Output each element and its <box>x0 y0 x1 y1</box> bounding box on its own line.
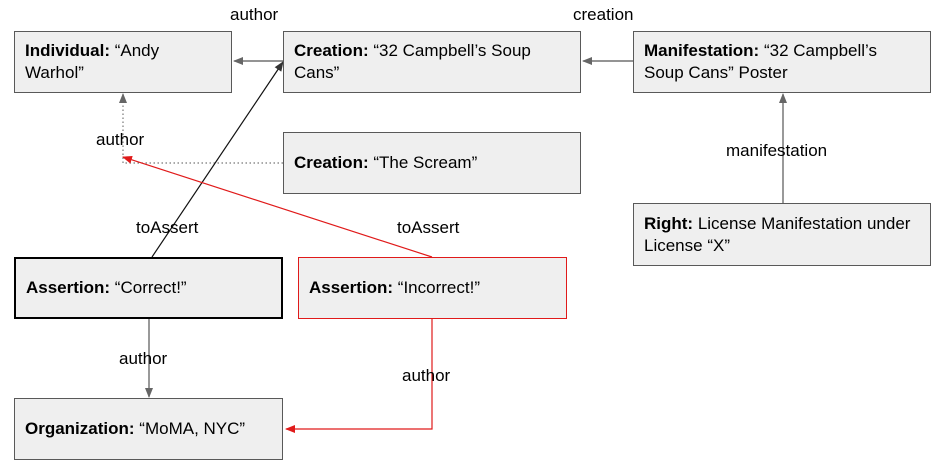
node-creation-scream: Creation: “The Scream” <box>283 132 581 194</box>
node-individual: Individual: “Andy Warhol” <box>14 31 232 93</box>
node-value: License Manifestation under License “X” <box>644 213 911 255</box>
node-kind: Individual: <box>25 41 110 60</box>
edge-incorrect-toassert <box>122 155 433 258</box>
node-kind: Manifestation: <box>644 41 760 60</box>
edge-label-incorrect-toassert: toAssert <box>397 218 460 237</box>
edge-correct-toassert <box>151 61 284 258</box>
edge-label-manifestation-creation: creation <box>573 5 634 24</box>
edge-label-right-manifestation: manifestation <box>726 141 828 160</box>
node-organization: Organization: “MoMA, NYC” <box>14 398 283 460</box>
edge-label-creation-author: author <box>230 5 279 24</box>
node-right: Right: License Manifestation under Licen… <box>633 203 931 266</box>
node-kind: Organization: <box>25 419 135 438</box>
node-value: “32 Campbell’s Soup Cans” <box>294 41 531 82</box>
node-assertion-correct: Assertion: “Correct!” <box>14 257 283 319</box>
node-value: “The Scream” <box>368 153 478 172</box>
node-kind: Creation: <box>294 153 369 172</box>
node-kind: Assertion: <box>309 278 394 297</box>
node-kind: Assertion: <box>26 278 111 297</box>
edge-label-correct-toassert: toAssert <box>136 218 199 237</box>
edge-label-correct-author: author <box>119 349 168 368</box>
node-value: “Correct!” <box>110 278 187 297</box>
node-assertion-incorrect: Assertion: “Incorrect!” <box>298 257 567 319</box>
edge-label-scream-author: author <box>96 130 145 149</box>
edge-scream-author <box>119 93 283 164</box>
node-kind: Creation: <box>294 41 369 60</box>
node-value: “32 Campbell’s Soup Cans” Poster <box>644 41 878 82</box>
node-kind: Right: <box>644 213 694 233</box>
edge-label-incorrect-author: author <box>402 366 451 385</box>
node-value: “Andy Warhol” <box>25 41 160 82</box>
node-creation-soup: Creation: “32 Campbell’s Soup Cans” <box>283 31 581 93</box>
edge-incorrect-author <box>285 319 433 433</box>
node-manifestation: Manifestation: “32 Campbell’s Soup Cans”… <box>633 31 931 93</box>
node-value: “Incorrect!” <box>393 278 480 297</box>
node-value: “MoMA, NYC” <box>134 419 246 438</box>
